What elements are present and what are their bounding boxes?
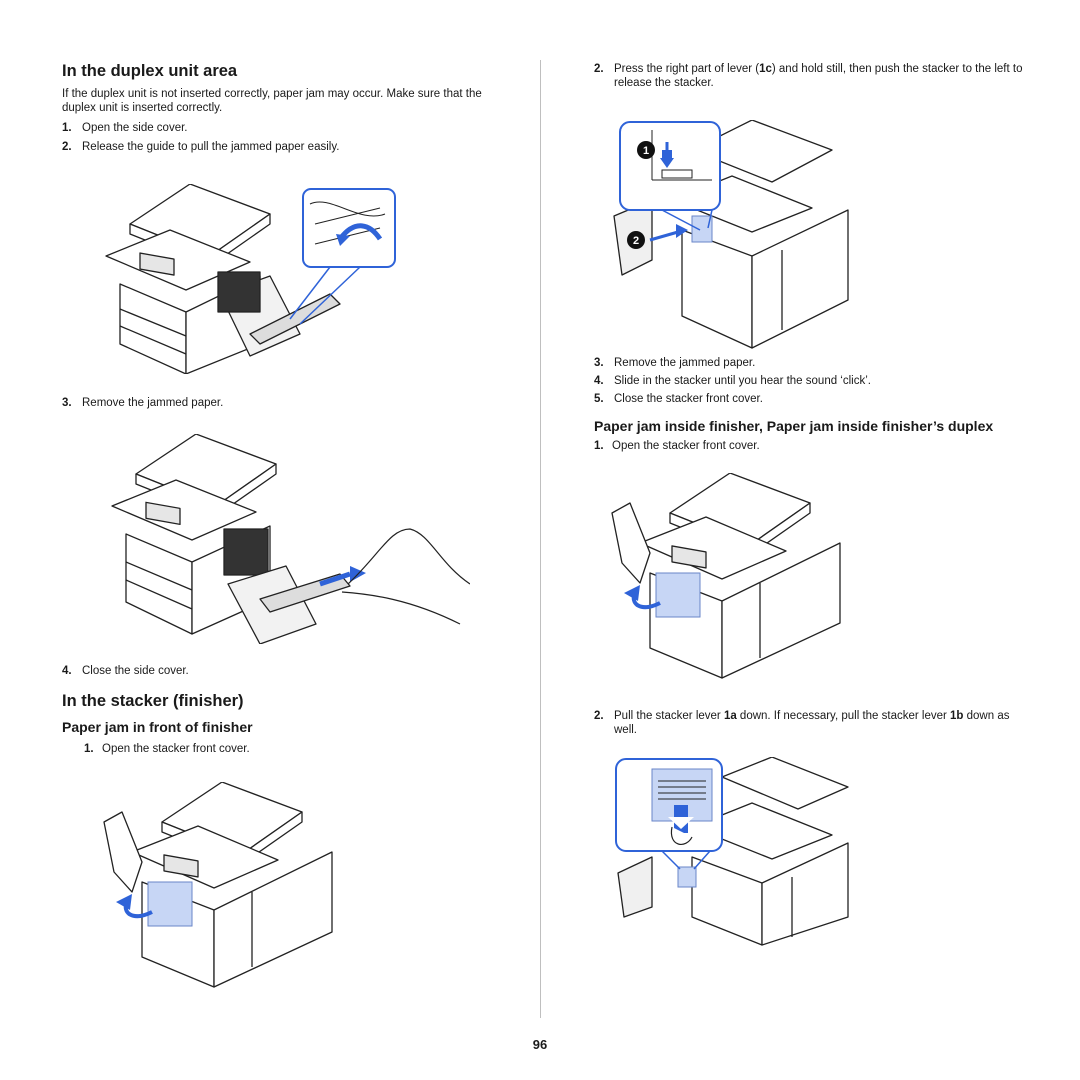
step-text: Open the stacker front cover.: [612, 440, 760, 452]
step-remove-jammed-paper: 3. Remove the jammed paper.: [594, 356, 1024, 370]
callout-2: 2: [633, 235, 639, 247]
step-text: Open the side cover.: [82, 122, 188, 134]
step-close-side-cover: 4. Close the side cover.: [62, 664, 524, 678]
step-number: 2.: [62, 141, 72, 153]
step-close-stacker-cover: 5. Close the stacker front cover.: [594, 392, 1024, 406]
step-text: Remove the jammed paper.: [614, 357, 756, 369]
step-remove-jammed-paper: 3. Remove the jammed paper.: [62, 396, 524, 410]
subsection-title-front-finisher: Paper jam in front of finisher: [62, 719, 253, 735]
step-text: Open the stacker front cover.: [102, 743, 250, 755]
figure-side-cover-open: [100, 184, 400, 374]
section-title-stacker: In the stacker (finisher): [62, 692, 244, 710]
step-number: 3.: [594, 357, 604, 369]
figure-lever-1c: 1 2: [612, 120, 852, 350]
column-divider: [540, 60, 541, 1018]
step-open-stacker-cover: 1. Open the stacker front cover.: [84, 742, 524, 756]
step-open-side-cover: 1. Open the side cover.: [62, 121, 524, 135]
right-column: 2. Press the right part of lever (1c) an…: [594, 56, 1024, 947]
step-open-stacker-cover: 1. Open the stacker front cover.: [594, 439, 1024, 453]
step-number: 1.: [84, 743, 94, 755]
step-text: Slide in the stacker until you hear the …: [614, 375, 871, 387]
step-text: Pull the stacker lever 1a down. If neces…: [614, 709, 1024, 737]
page-number: 96: [532, 1037, 548, 1052]
step-pull-lever-1a: 2. Pull the stacker lever 1a down. If ne…: [594, 709, 1024, 737]
step-text: Release the guide to pull the jammed pap…: [82, 141, 340, 153]
lever-label: 1c: [759, 63, 772, 75]
step-text: Press the right part of lever (1c) and h…: [614, 62, 1024, 90]
step-number: 1.: [62, 122, 72, 134]
figure-stacker-front-cover: [102, 782, 342, 992]
lever-label: 1a: [723, 710, 737, 722]
step-text: Close the side cover.: [82, 665, 189, 677]
left-column: In the duplex unit area If the duplex un…: [62, 56, 524, 992]
lever-label: 1b: [950, 710, 964, 722]
step-slide-in-stacker: 4. Slide in the stacker until you hear t…: [594, 374, 1024, 388]
figure-lever-1a-1b: [612, 757, 852, 947]
step-number: 3.: [62, 397, 72, 409]
step-text: Remove the jammed paper.: [82, 397, 224, 409]
step-text-part: Pull the stacker lever: [614, 710, 724, 722]
step-number: 1.: [594, 440, 604, 452]
figure-inside-finisher-cover: [610, 473, 850, 683]
subsection-title-inside-finisher: Paper jam inside finisher, Paper jam ins…: [594, 418, 994, 434]
section-title-duplex: In the duplex unit area: [62, 62, 238, 80]
step-number: 4.: [62, 665, 72, 677]
step-text: Close the stacker front cover.: [614, 393, 763, 405]
step-text-part: Press the right part of lever (: [614, 63, 760, 75]
step-text-part: down as well.: [614, 710, 1010, 736]
step-number: 2.: [594, 710, 604, 722]
step-press-lever-1c: 2. Press the right part of lever (1c) an…: [594, 62, 1024, 90]
step-text-part: ) and hold still, then push the stacker …: [614, 63, 1023, 89]
step-number: 2.: [594, 63, 604, 75]
step-text-part: down. If necessary, pull the stacker lev…: [736, 710, 951, 722]
callout-1: 1: [643, 145, 649, 157]
intro-text: If the duplex unit is not inserted corre…: [62, 88, 482, 114]
step-release-guide: 2. Release the guide to pull the jammed …: [62, 140, 524, 154]
step-number: 5.: [594, 393, 604, 405]
step-number: 4.: [594, 375, 604, 387]
figure-remove-paper: [110, 434, 470, 644]
